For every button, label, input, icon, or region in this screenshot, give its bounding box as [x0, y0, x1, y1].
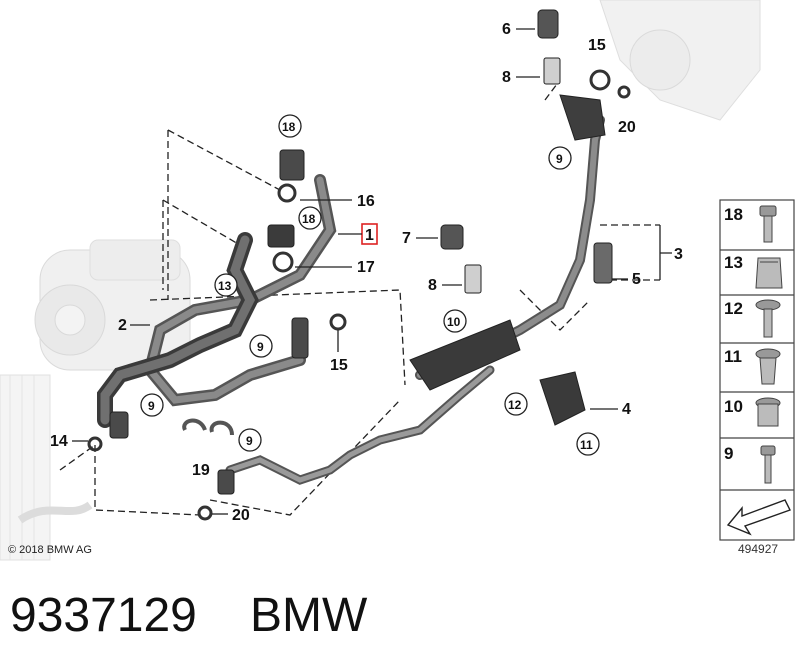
callout-3: 3	[674, 246, 683, 263]
callout-20-top: 20	[618, 119, 636, 136]
callout-8-top: 8	[502, 69, 511, 86]
callout-10: 10	[447, 315, 461, 329]
callout-14: 14	[50, 433, 68, 450]
legend-item-13: 13	[724, 253, 743, 272]
callout-10-group: 10	[443, 309, 467, 333]
callout-15-top: 15	[588, 37, 606, 54]
callout-6: 6	[502, 21, 511, 38]
doc-number: 494927	[738, 542, 778, 556]
callout-18-top: 18	[282, 120, 296, 134]
bolt-icon	[759, 205, 777, 243]
hex-nut-icon	[755, 397, 781, 427]
callout-18-mid: 18	[302, 212, 316, 226]
callout-16: 16	[357, 193, 375, 210]
arrow-icon	[726, 499, 791, 536]
copyright: © 2018 BMW AG	[8, 544, 92, 556]
part-shapes	[87, 9, 631, 521]
brand-name: BMW	[250, 589, 368, 642]
part-number: 9337129	[10, 589, 197, 642]
callout-4: 4	[622, 401, 631, 418]
screw-icon	[760, 445, 776, 484]
callout-9-d: 9	[246, 434, 253, 448]
callout-9-c-group: 9	[140, 393, 164, 417]
callout-20-bottom: 20	[232, 507, 250, 524]
callout-12: 12	[508, 398, 522, 412]
callout-8-mid: 8	[428, 277, 437, 294]
assembly-lines	[59, 79, 660, 516]
callout-9-a-group: 9	[548, 146, 572, 170]
callout-9-c: 9	[148, 399, 155, 413]
callout-18-mid-group: 18	[298, 206, 322, 230]
callout-19: 19	[192, 462, 210, 479]
callout-9-a: 9	[556, 152, 563, 166]
callout-12-group: 12	[504, 392, 528, 416]
callout-17: 17	[357, 259, 375, 276]
clip-nut-icon	[755, 257, 783, 289]
callout-11-group: 11	[576, 432, 600, 456]
callout-2: 2	[118, 317, 127, 334]
callout-13: 13	[218, 279, 232, 293]
callout-9-d-group: 9	[238, 428, 262, 452]
callout-7: 7	[402, 230, 411, 247]
legend-item-11: 11	[724, 347, 742, 366]
callout-9-b: 9	[257, 340, 264, 354]
fastener-legend: 18 13 12 11 10 9	[719, 199, 795, 556]
callout-15-mid: 15	[330, 357, 348, 374]
legend-item-18: 18	[724, 205, 743, 224]
condenser-ghost	[0, 374, 93, 561]
callout-13-group: 13	[214, 273, 238, 297]
expanding-nut-icon	[755, 348, 781, 385]
evaporator-ghost	[599, 0, 761, 121]
legend-item-9: 9	[724, 444, 733, 463]
callout-9-b-group: 9	[249, 334, 273, 358]
callout-18-top-group: 18	[278, 114, 302, 138]
flange-screw-icon	[755, 299, 781, 338]
callout-5: 5	[632, 271, 641, 288]
legend-item-10: 10	[724, 397, 743, 416]
callout-11: 11	[580, 438, 593, 452]
callout-1: 1	[365, 227, 374, 244]
legend-item-12: 12	[724, 299, 743, 318]
compressor-ghost	[34, 239, 191, 371]
callouts: 6 8 15 7 8 3 5 4 2 14 16 17 15 20 20 19 …	[8, 21, 683, 556]
